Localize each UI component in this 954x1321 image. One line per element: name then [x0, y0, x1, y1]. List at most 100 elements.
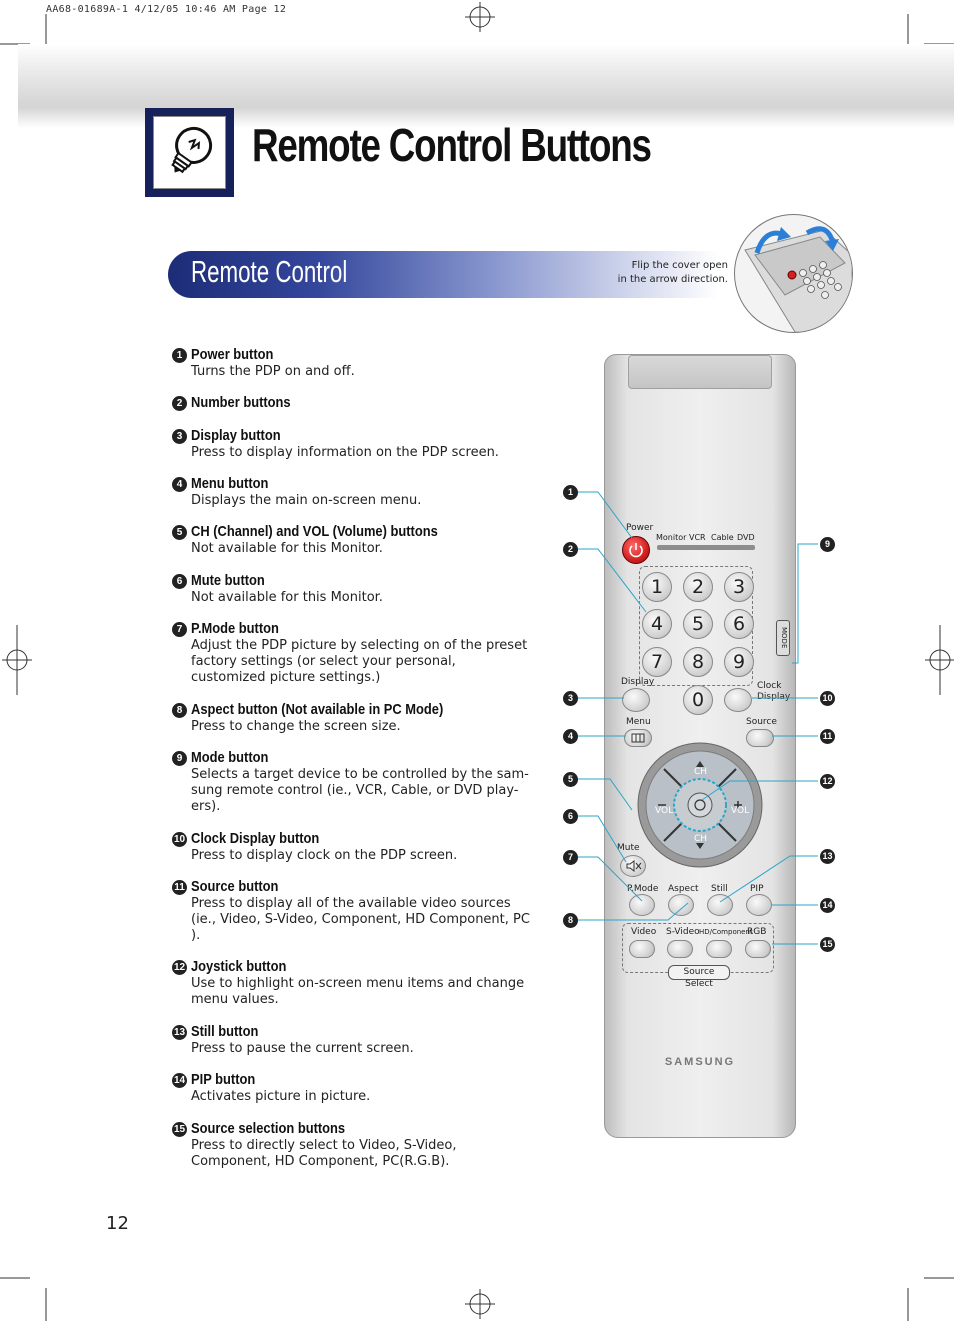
digit-4-button[interactable]: 4: [642, 609, 672, 639]
item-title: Mute button: [191, 572, 265, 589]
flip-cover-note: Flip the cover open in the arrow directi…: [580, 259, 728, 287]
item-number: 3: [172, 429, 187, 444]
source-svideo-button[interactable]: [667, 940, 693, 958]
power-button[interactable]: [622, 536, 650, 564]
callout-12: 12: [820, 774, 835, 789]
digit-7-button[interactable]: 7: [642, 647, 672, 677]
item-desc: Not available for this Monitor.: [191, 541, 383, 556]
item-desc: Selects a target device to be controlled…: [191, 767, 529, 814]
item-desc: Press to display information on the PDP …: [191, 445, 499, 460]
item-desc: Adjust the PDP picture by selecting on o…: [191, 638, 528, 685]
flip-note-line1: Flip the cover open: [631, 260, 728, 271]
clock-display-button[interactable]: [724, 688, 752, 712]
item-number: 13: [172, 1025, 187, 1040]
mute-button[interactable]: [620, 855, 646, 877]
callout-15: 15: [820, 937, 835, 952]
printer-slug: AA68-01689A-1 4/12/05 10:46 AM Page 12: [46, 4, 287, 15]
aspect-button[interactable]: [668, 894, 694, 916]
digit-0-button[interactable]: 0: [683, 685, 713, 715]
mute-icon: [626, 860, 642, 872]
menu-button[interactable]: [624, 729, 652, 747]
mode-label-monitor: Monitor: [656, 533, 687, 542]
source-hd-label: HD/Component: [699, 928, 753, 936]
item-desc: Press to directly select to Video, S-Vid…: [191, 1138, 457, 1169]
list-item-pip: 14 PIP button Activates picture in pictu…: [172, 1071, 537, 1105]
item-number: 15: [172, 1122, 187, 1137]
page-number: 12: [106, 1213, 129, 1234]
section-bar: [168, 251, 766, 298]
callout-1: 1: [563, 485, 578, 500]
pmode-label: P.Mode: [627, 884, 659, 894]
item-number: 5: [172, 525, 187, 540]
list-item-power: 1 Power button Turns the PDP on and off.: [172, 346, 537, 380]
list-item-display: 3 Display button Press to display inform…: [172, 427, 537, 461]
digit-3-button[interactable]: 3: [724, 572, 754, 602]
list-item-pmode: 7 P.Mode button Adjust the PDP picture b…: [172, 620, 537, 686]
still-button[interactable]: [707, 894, 733, 916]
item-number: 1: [172, 348, 187, 363]
vol-up-label: VOL: [731, 806, 750, 816]
pip-button[interactable]: [746, 894, 772, 916]
mode-switch[interactable]: MODE: [776, 620, 790, 656]
item-title: Mode button: [191, 749, 269, 766]
still-label: Still: [711, 884, 728, 894]
item-title: PIP button: [191, 1071, 256, 1088]
list-item-source: 11 Source button Press to display all of…: [172, 878, 537, 944]
lightbulb-icon: [153, 116, 226, 189]
display-button[interactable]: [622, 688, 650, 712]
digit-2-button[interactable]: 2: [683, 572, 713, 602]
vol-down-label: VOL: [655, 806, 674, 816]
page-title: Remote Control Buttons: [252, 119, 652, 171]
clock-label-line1: Clock: [757, 681, 782, 691]
item-title: P.Mode button: [191, 620, 279, 637]
clock-label-line2: Display: [757, 692, 791, 702]
digit-5-button[interactable]: 5: [683, 609, 713, 639]
item-title: Display button: [191, 427, 281, 444]
item-desc: Press to pause the current screen.: [191, 1041, 414, 1056]
tip-icon-box: [145, 108, 234, 197]
source-label: Source: [746, 717, 777, 727]
pmode-button[interactable]: [629, 894, 655, 916]
source-hd-button[interactable]: [706, 940, 732, 958]
item-desc: Use to highlight on-screen menu items an…: [191, 976, 525, 1007]
item-number: 6: [172, 574, 187, 589]
mode-indicator-bar: [657, 545, 755, 550]
source-video-button[interactable]: [629, 940, 655, 958]
item-title: Still button: [191, 1023, 259, 1040]
ch-up-label: CH: [694, 767, 708, 777]
joystick-pad[interactable]: [620, 737, 780, 877]
source-rgb-label: RGB: [747, 927, 767, 937]
source-button[interactable]: [746, 729, 774, 747]
menu-icon: [631, 733, 645, 743]
ch-down-label: CH: [694, 834, 708, 844]
callout-8: 8: [563, 913, 578, 928]
list-item-ch-vol: 5 CH (Channel) and VOL (Volume) buttons …: [172, 523, 537, 557]
item-desc: Press to change the screen size.: [191, 719, 401, 734]
callout-11: 11: [820, 729, 835, 744]
item-number: 12: [172, 960, 187, 975]
item-number: 10: [172, 832, 187, 847]
list-item-source-selection: 15 Source selection buttons Press to dir…: [172, 1120, 537, 1170]
list-item-clock-display: 10 Clock Display button Press to display…: [172, 830, 537, 864]
item-desc: Not available for this Monitor.: [191, 590, 383, 605]
mute-label: Mute: [617, 843, 640, 853]
source-rgb-button[interactable]: [745, 940, 771, 958]
item-number: 2: [172, 396, 187, 411]
digit-8-button[interactable]: 8: [683, 647, 713, 677]
item-title: CH (Channel) and VOL (Volume) buttons: [191, 523, 438, 540]
samsung-logo: SAMSUNG: [664, 1056, 736, 1068]
digit-6-button[interactable]: 6: [724, 609, 754, 639]
list-item-mute: 6 Mute button Not available for this Mon…: [172, 572, 537, 606]
mode-label-vcr: VCR: [689, 533, 706, 542]
digit-1-button[interactable]: 1: [642, 572, 672, 602]
callout-4: 4: [563, 729, 578, 744]
list-item-aspect: 8 Aspect button (Not available in PC Mod…: [172, 701, 537, 735]
pip-label: PIP: [750, 884, 764, 894]
item-title: Joystick button: [191, 958, 287, 975]
digit-9-button[interactable]: 9: [724, 647, 754, 677]
item-number: 7: [172, 622, 187, 637]
item-number: 8: [172, 703, 187, 718]
item-desc: Displays the main on-screen menu.: [191, 493, 422, 508]
